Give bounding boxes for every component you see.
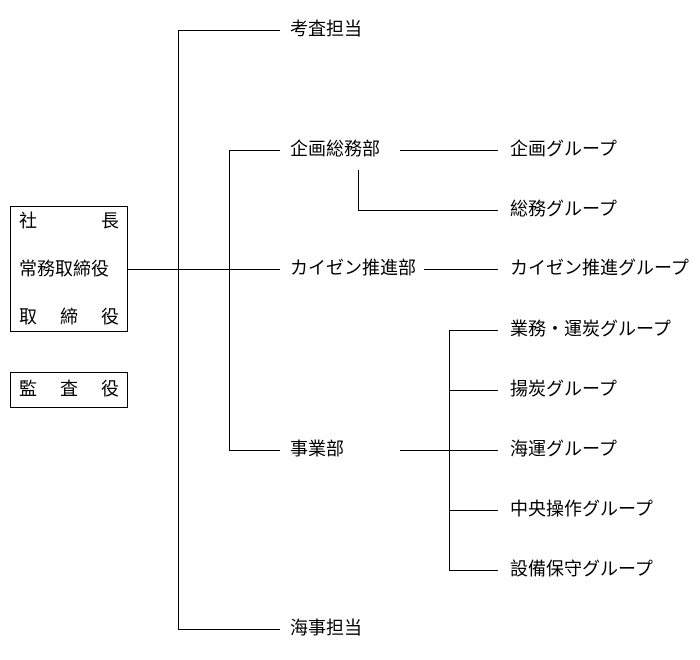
facility-maintenance-group-node: 設備保守グループ [510, 559, 653, 580]
managing-director-label: 常務取締役 [19, 259, 109, 280]
kaizen-group-node: カイゼン推進グループ [510, 258, 689, 279]
planning-department-node: 企画総務部 [290, 139, 380, 160]
auditor-label: 監 査 役 [19, 379, 119, 400]
director-label: 取 締 役 [19, 307, 119, 328]
audit-officer-node: 考査担当 [290, 19, 362, 40]
auditor-box: 監 査 役 [10, 372, 128, 408]
business-transport-group-node: 業務・運炭グループ [510, 319, 671, 340]
kaizen-department-node: カイゼン推進部 [290, 258, 416, 279]
business-department-node: 事業部 [290, 439, 344, 460]
executives-box: 社 長 常務取締役 取 締 役 [10, 206, 128, 332]
president-label: 社 長 [19, 211, 119, 232]
planning-group-node: 企画グループ [510, 139, 617, 160]
marine-transport-group-node: 海運グループ [510, 439, 617, 460]
general-affairs-group-node: 総務グループ [510, 199, 617, 220]
marine-officer-node: 海事担当 [290, 618, 362, 639]
coal-lifting-group-node: 揚炭グループ [510, 379, 617, 400]
central-control-group-node: 中央操作グループ [510, 499, 653, 520]
